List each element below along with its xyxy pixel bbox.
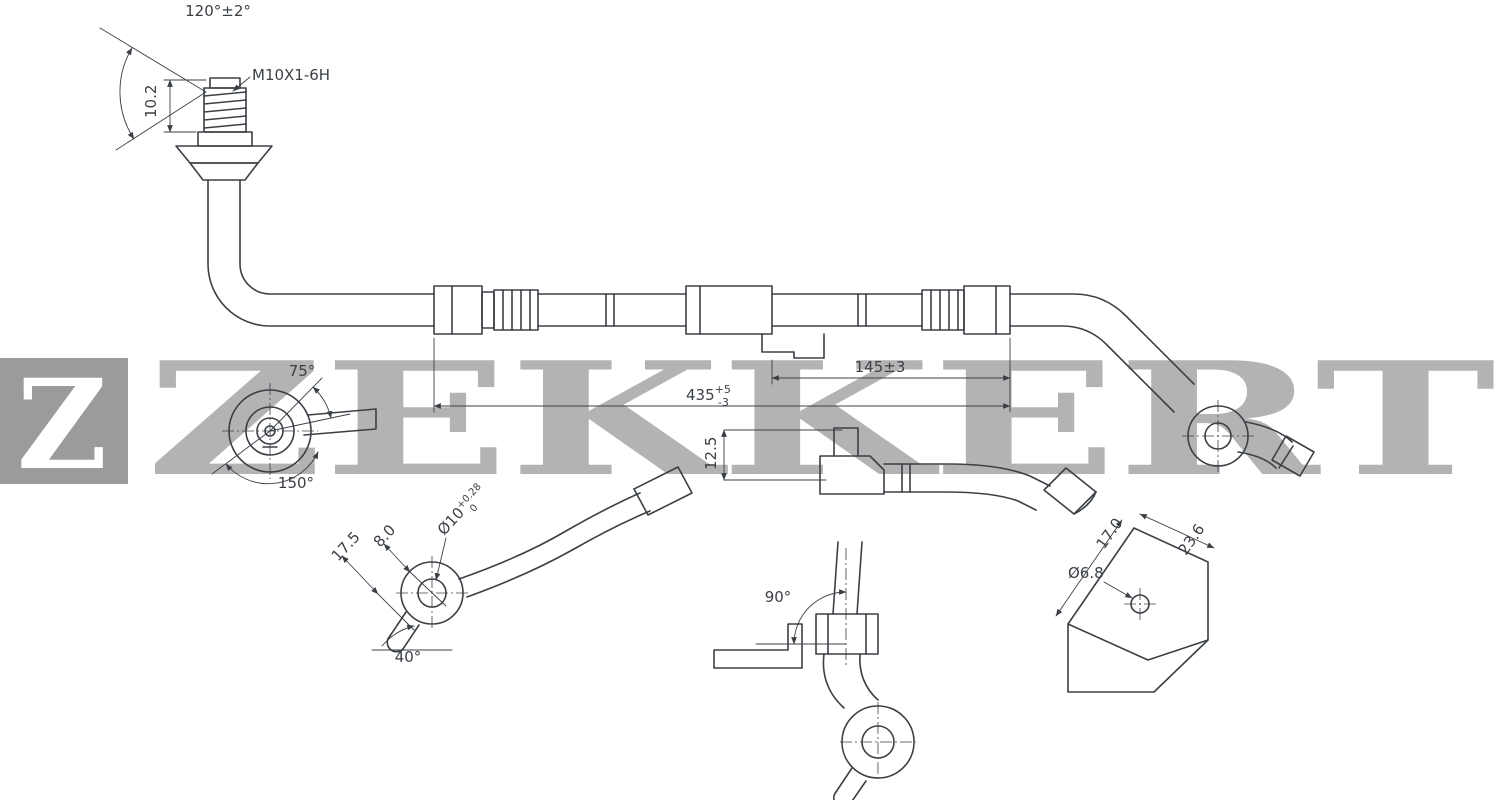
thread-hatch (203, 91, 247, 129)
right-tube-bottom (1009, 325, 1175, 413)
curved-hose-top (458, 492, 641, 580)
angle-90-arc (791, 589, 847, 645)
angle-75-label: 75° (289, 362, 316, 380)
lower-tube-right (859, 653, 879, 701)
dim-12-5-ext (723, 429, 843, 481)
clamp-facets (827, 613, 867, 655)
dim-8-0-line (383, 543, 411, 573)
angle-40-arc (381, 624, 415, 647)
dim-435-tol-minus: -3 (718, 396, 729, 409)
bottom-banjo-centerlines (840, 702, 916, 782)
dim-17-5-label: 17.5 (328, 528, 364, 565)
plate-bend-lines (1067, 623, 1209, 661)
banjo-stub-tip (386, 635, 404, 653)
dim-23-6-line (1139, 513, 1215, 549)
boss-centerlines (1182, 400, 1254, 472)
dim-435-label: 435+5-3 (686, 383, 731, 409)
middle-elbow (819, 427, 1097, 515)
l-bracket (713, 623, 803, 669)
elbow-top (1245, 421, 1293, 443)
bore-leader (434, 537, 447, 581)
hole-dia-label: Ø6.8 (1068, 564, 1104, 582)
elbow-inlet (833, 427, 859, 457)
lower-tube-left (822, 653, 845, 709)
dimension-lines (99, 27, 1215, 651)
bellows-right-ribs (930, 289, 959, 331)
dim-12-5-label: 12.5 (702, 437, 720, 470)
dim-8-0-label: 8.0 (370, 521, 399, 551)
curved-hose-endcap (633, 466, 693, 516)
elbow-outlet-bottom (883, 491, 1037, 511)
top-fitting (175, 77, 273, 181)
thread-leader (232, 76, 251, 92)
thread-spec-label: M10X1-6H (252, 66, 330, 84)
bellows-left (493, 289, 539, 331)
brand-watermark-text: ZEKKERT (146, 328, 1496, 511)
bottom-bracket-assembly (713, 541, 915, 800)
dim-10-2-label: 10.2 (142, 85, 160, 118)
dim-435-value: 435 (686, 386, 715, 404)
elbow-bottom (1237, 451, 1277, 469)
banjo-dim-ext (377, 571, 447, 631)
elbow-outlet-top (883, 463, 1051, 487)
hose-section-2 (771, 293, 923, 327)
bellows-left-ribs (502, 289, 531, 331)
tube-outer-line (207, 179, 435, 327)
logo-z-letter: Z (17, 353, 108, 498)
angle-150-arc (225, 451, 319, 485)
clamp-fitting (815, 613, 879, 655)
crimp-collar-right (963, 285, 1011, 335)
dim-435-tol-plus: +5 (715, 383, 731, 396)
hole-centerlines (1124, 588, 1156, 620)
curved-hose-bottom (466, 510, 651, 598)
right-tube-top (1009, 293, 1195, 385)
bottom-banjo-stub-tip (833, 791, 837, 800)
endview-centerlines (222, 383, 318, 479)
logo-box (0, 358, 128, 484)
fitting-collar (197, 131, 253, 147)
hose-section-1 (537, 293, 687, 327)
hose-tick-2 (857, 293, 867, 327)
angle-150-label: 150° (278, 474, 314, 492)
elbow-stub (1271, 435, 1315, 477)
collar-neck (481, 291, 495, 329)
fitting-plate-upper (175, 145, 273, 164)
hole-leader (1103, 581, 1133, 599)
angle-90-label: 90° (765, 588, 792, 606)
dim-17-0-line (1055, 519, 1123, 617)
dim-23-6-label: 23.6 (1175, 521, 1209, 559)
elbow-body (819, 455, 885, 495)
main-tube (207, 179, 435, 327)
angle-120-legs (99, 27, 207, 151)
angle-120-label: 120°±2° (185, 2, 251, 20)
fitting-plate-lower (189, 162, 259, 181)
tube-inner-line (239, 179, 435, 295)
dim-145-label: 145±3 (855, 358, 906, 376)
hose-tick-1 (605, 293, 615, 327)
dim-17-5-line (341, 555, 379, 595)
bottom-banjo-stub (835, 767, 867, 800)
mid-sleeve (685, 285, 773, 335)
angle-40-label: 40° (395, 648, 422, 666)
dim-435-ext (433, 337, 1011, 413)
mount-tab (761, 333, 825, 359)
crimp-collar-left (433, 285, 483, 335)
angle-75-arc (312, 386, 333, 419)
angle-120-arc (119, 47, 135, 140)
banjo-centerlines (396, 556, 468, 630)
watermark: Z ZEKKERT (0, 328, 1496, 511)
elbow-outlet-ticks (901, 463, 911, 493)
elbow-stub-line (1278, 445, 1294, 469)
centerlines (222, 383, 1254, 782)
banjo-stub (389, 611, 420, 650)
flare-rim (1073, 491, 1097, 515)
hose-assembly (433, 285, 1195, 413)
drop-tube (832, 541, 863, 615)
fitting-tip (209, 77, 241, 89)
